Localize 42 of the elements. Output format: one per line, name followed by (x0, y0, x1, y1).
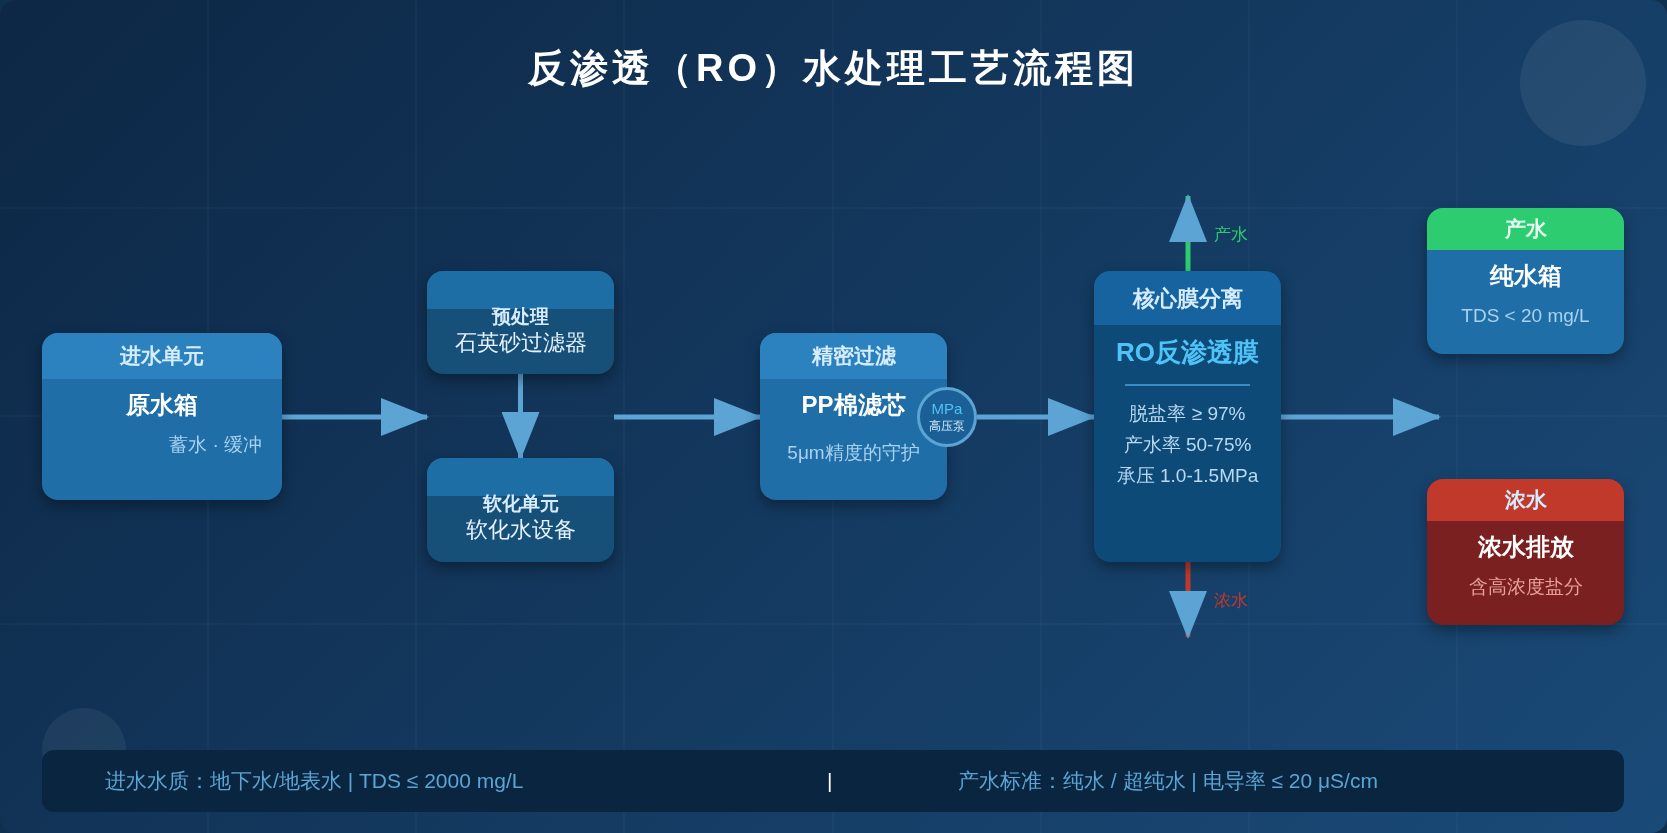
flow-arrow (614, 398, 762, 436)
card-name: 原水箱 (126, 390, 198, 420)
diagram-title: 反渗透（RO）水处理工艺流程图 (527, 46, 1140, 91)
card-title: 浓水 (1504, 487, 1547, 514)
process-card (1427, 208, 1624, 354)
flow-arrow (282, 398, 429, 436)
pump-label: 高压泵 (929, 418, 965, 434)
card-detail: TDS < 20 mg/L (1461, 304, 1590, 328)
output-spec: 产水标准：纯水 / 超纯水 | 电导率 ≤ 20 μS/cm (958, 768, 1378, 795)
card-detail: 产水率 50-75% (1123, 433, 1252, 457)
flow-arrow (501, 374, 540, 460)
edge-label: 浓水 (1213, 589, 1249, 612)
process-card (1427, 479, 1624, 625)
pressure-unit: MPa (931, 400, 963, 419)
flow-arrow (1281, 398, 1441, 436)
card-name: 纯水箱 (1489, 261, 1562, 291)
flow-arrow (1169, 194, 1207, 271)
card-title: 预处理 (492, 305, 549, 329)
card-detail: 5μm精度的守护 (787, 441, 920, 465)
process-card (1094, 271, 1281, 562)
separator: | (827, 768, 833, 795)
card-subtitle: 石英砂过滤器 (454, 328, 587, 357)
card-title: 精密过滤 (811, 343, 896, 370)
card-detail: 含高浓度盐分 (1468, 575, 1583, 599)
flow-arrow (1169, 562, 1207, 639)
edge-label: 产水 (1213, 223, 1249, 246)
card-title: 核心膜分离 (1132, 284, 1243, 313)
card-title: 进水单元 (120, 343, 204, 370)
card-name: RO反渗透膜 (1116, 336, 1259, 369)
process-card (427, 458, 614, 562)
card-title: 软化单元 (482, 492, 559, 516)
process-card (427, 271, 614, 374)
card-detail: 脱盐率 ≥ 97% (1129, 402, 1246, 426)
card-detail: 蓄水 · 缓冲 (169, 433, 263, 457)
card-detail: 承压 1.0-1.5MPa (1116, 464, 1259, 488)
card-title: 产水 (1504, 216, 1547, 243)
inflow-spec: 进水水质：地下水/地表水 | TDS ≤ 2000 mg/L (105, 768, 524, 795)
process-card (42, 333, 282, 500)
card-name: 浓水排放 (1477, 532, 1574, 562)
flow-arrow (977, 398, 1096, 436)
card-subtitle: 软化水设备 (465, 515, 576, 544)
card-name: PP棉滤芯 (801, 390, 906, 420)
